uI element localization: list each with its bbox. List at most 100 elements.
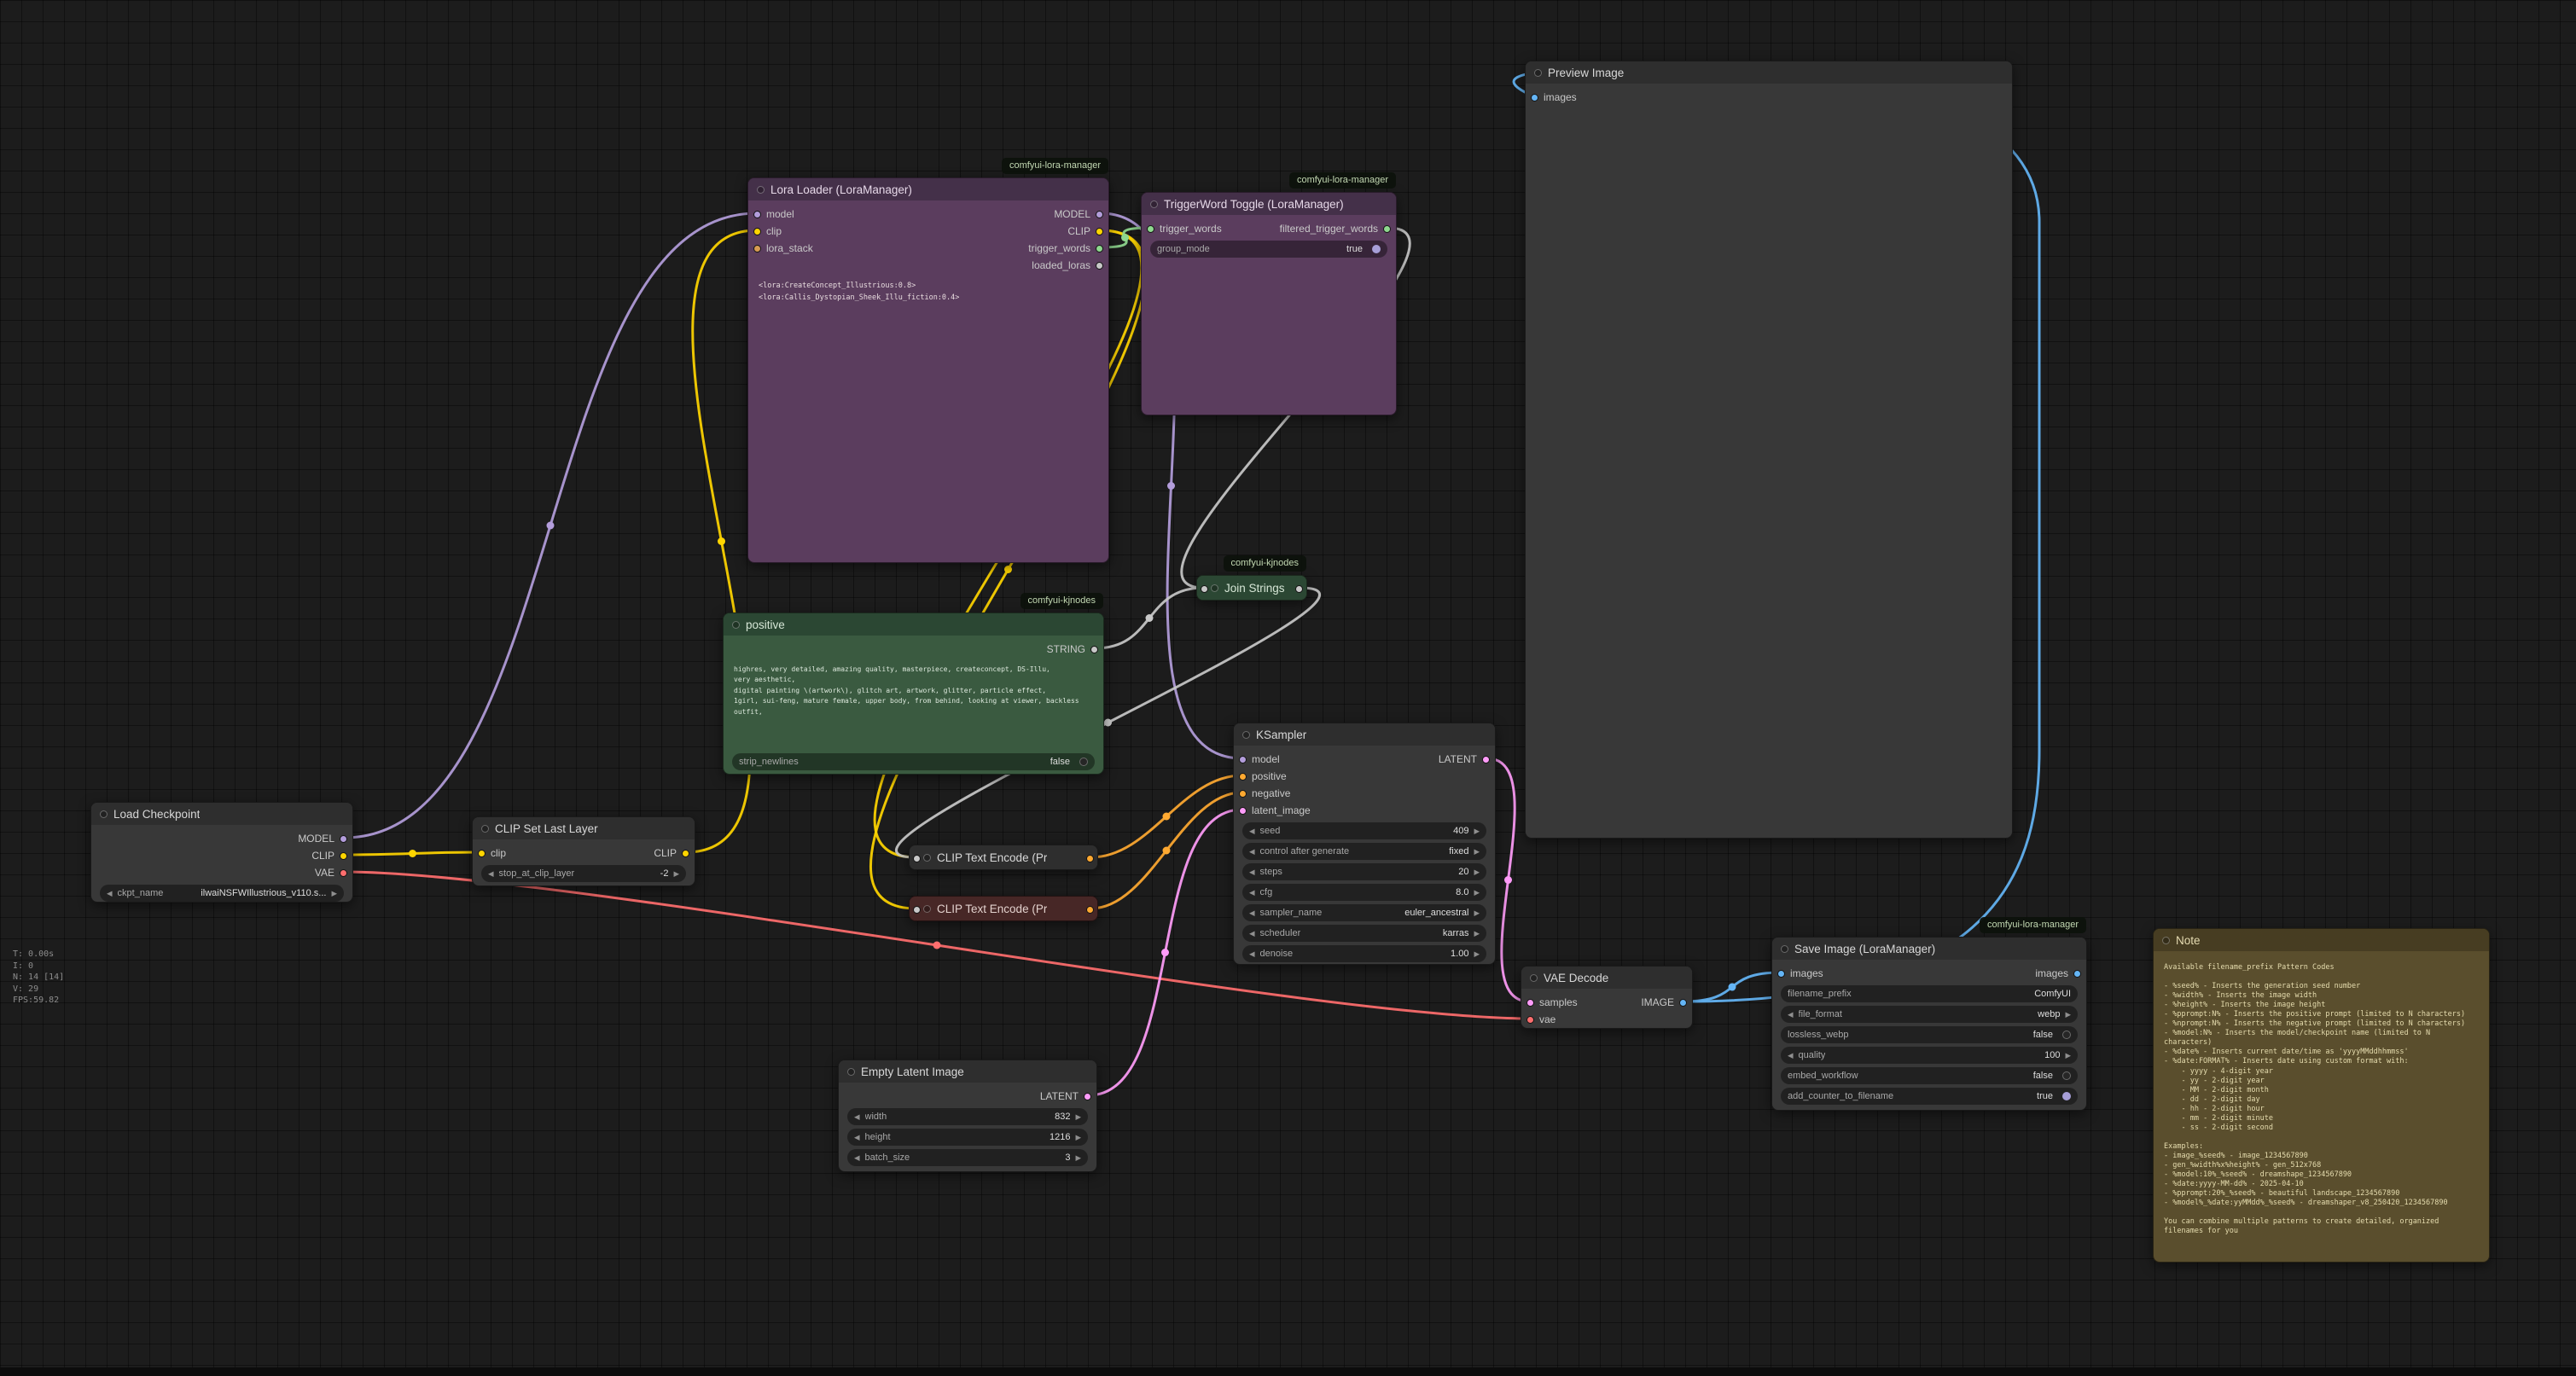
collapse-toggle-icon[interactable] xyxy=(1150,200,1158,208)
clip-input-port[interactable] xyxy=(478,849,486,857)
collapse-toggle-icon[interactable] xyxy=(2162,936,2170,944)
increment-arrow-icon[interactable]: ▶ xyxy=(2065,1050,2071,1060)
link-midpoint-dot[interactable] xyxy=(1161,949,1169,956)
decrement-arrow-icon[interactable]: ◀ xyxy=(1249,949,1255,958)
node-header[interactable]: Preview Image xyxy=(1526,61,2012,84)
decrement-arrow-icon[interactable]: ◀ xyxy=(1249,826,1255,835)
decrement-arrow-icon[interactable]: ◀ xyxy=(488,868,494,878)
collapse-toggle-icon[interactable] xyxy=(757,185,765,194)
collapse-toggle-icon[interactable] xyxy=(1242,730,1250,739)
samples-input-port[interactable] xyxy=(1526,998,1534,1007)
link-midpoint-dot[interactable] xyxy=(1504,876,1512,884)
loaded_loras-output-port[interactable] xyxy=(1096,261,1103,270)
increment-arrow-icon[interactable]: ▶ xyxy=(1474,826,1480,835)
toggle-knob-icon[interactable] xyxy=(2062,1092,2071,1100)
link-midpoint-dot[interactable] xyxy=(1728,983,1736,991)
decrement-arrow-icon[interactable]: ◀ xyxy=(107,888,113,897)
node-header[interactable]: Load Checkpoint xyxy=(91,803,352,825)
node-clip-text-encode-2[interactable]: CLIP Text Encode (Pr xyxy=(909,896,1098,921)
node-text-content[interactable]: Available filename_prefix Pattern Codes … xyxy=(2164,963,2466,1236)
collapsed-output-port[interactable] xyxy=(1295,584,1303,593)
CLIP-output-port[interactable] xyxy=(682,849,689,857)
increment-arrow-icon[interactable]: ▶ xyxy=(673,868,679,878)
trigger_words-output-port[interactable] xyxy=(1096,244,1103,253)
collapse-toggle-icon[interactable] xyxy=(1534,68,1542,77)
link-midpoint-dot[interactable] xyxy=(1121,234,1129,241)
node-header[interactable]: TriggerWord Toggle (LoraManager) xyxy=(1142,193,1396,215)
collapsed-output-port[interactable] xyxy=(1086,905,1094,914)
latent_image-input-port[interactable] xyxy=(1239,806,1247,815)
node-header[interactable]: Note xyxy=(2154,929,2489,951)
collapse-toggle-icon[interactable] xyxy=(1211,583,1218,592)
decrement-arrow-icon[interactable]: ◀ xyxy=(1788,1009,1794,1019)
link-midpoint-dot[interactable] xyxy=(1004,566,1012,573)
CLIP-output-port[interactable] xyxy=(1096,227,1103,235)
node-header[interactable]: Save Image (LoraManager) xyxy=(1772,938,2086,960)
increment-arrow-icon[interactable]: ▶ xyxy=(1474,887,1480,897)
toggle-knob-icon[interactable] xyxy=(2062,1071,2071,1080)
node-header[interactable]: Empty Latent Image xyxy=(839,1060,1096,1083)
increment-arrow-icon[interactable]: ▶ xyxy=(331,888,337,897)
node-header[interactable]: CLIP Text Encode (Pr xyxy=(910,845,1097,869)
toggle-knob-icon[interactable] xyxy=(1372,245,1381,253)
VAE-output-port[interactable] xyxy=(340,868,347,877)
collapse-toggle-icon[interactable] xyxy=(100,810,108,818)
link-midpoint-dot[interactable] xyxy=(409,850,416,857)
images-output-port[interactable] xyxy=(2073,969,2081,978)
increment-arrow-icon[interactable]: ▶ xyxy=(1474,846,1480,856)
link-midpoint-dot[interactable] xyxy=(933,941,941,949)
negative-input-port[interactable] xyxy=(1239,789,1247,798)
increment-arrow-icon[interactable]: ▶ xyxy=(1474,908,1480,917)
collapse-toggle-icon[interactable] xyxy=(923,904,931,913)
collapsed-input-port[interactable] xyxy=(1201,584,1208,593)
widget-stop_at_clip_layer[interactable]: ◀stop_at_clip_layer-2▶ xyxy=(481,865,686,882)
collapsed-output-port[interactable] xyxy=(1086,854,1094,862)
collapse-toggle-icon[interactable] xyxy=(923,853,931,862)
node-header[interactable]: KSampler xyxy=(1234,723,1495,746)
decrement-arrow-icon[interactable]: ◀ xyxy=(854,1132,860,1141)
trigger_words-input-port[interactable] xyxy=(1147,224,1154,233)
images-input-port[interactable] xyxy=(1531,93,1538,102)
increment-arrow-icon[interactable]: ▶ xyxy=(1075,1152,1081,1162)
decrement-arrow-icon[interactable]: ◀ xyxy=(1249,908,1255,917)
collapsed-input-port[interactable] xyxy=(913,854,921,862)
decrement-arrow-icon[interactable]: ◀ xyxy=(854,1112,860,1121)
STRING-output-port[interactable] xyxy=(1090,645,1098,653)
IMAGE-output-port[interactable] xyxy=(1679,998,1687,1007)
increment-arrow-icon[interactable]: ▶ xyxy=(1075,1132,1081,1141)
model-input-port[interactable] xyxy=(753,210,761,218)
images-input-port[interactable] xyxy=(1777,969,1785,978)
CLIP-output-port[interactable] xyxy=(340,851,347,860)
link-midpoint-dot[interactable] xyxy=(546,521,555,530)
decrement-arrow-icon[interactable]: ◀ xyxy=(1249,887,1255,897)
node-header[interactable]: Lora Loader (LoraManager) xyxy=(748,178,1108,200)
link-midpoint-dot[interactable] xyxy=(1162,812,1171,821)
node-header[interactable]: CLIP Set Last Layer xyxy=(473,817,695,839)
LATENT-output-port[interactable] xyxy=(1084,1092,1091,1100)
link-midpoint-dot[interactable] xyxy=(1167,482,1175,490)
link-midpoint-dot[interactable] xyxy=(718,537,725,545)
link-midpoint-dot[interactable] xyxy=(1162,846,1171,855)
collapsed-input-port[interactable] xyxy=(913,905,921,914)
LATENT-output-port[interactable] xyxy=(1482,755,1490,763)
increment-arrow-icon[interactable]: ▶ xyxy=(1474,949,1480,958)
